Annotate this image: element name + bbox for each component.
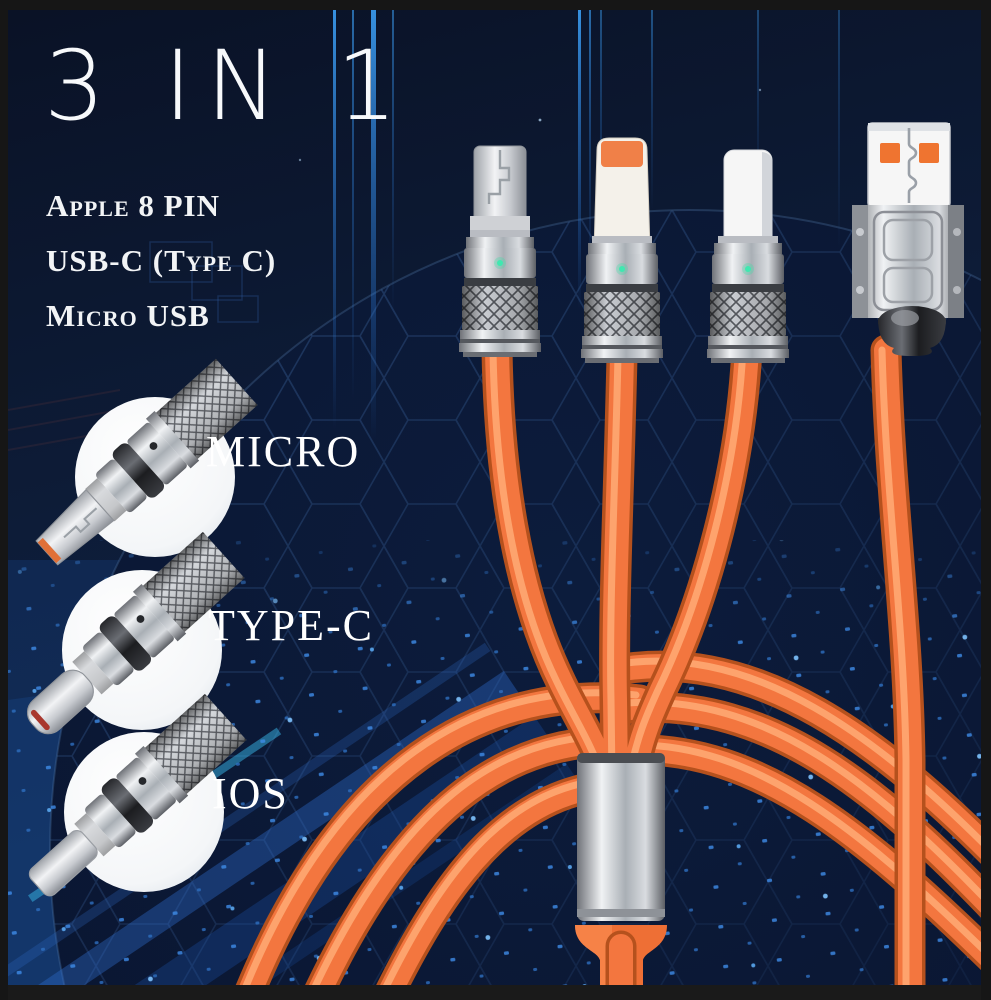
usb-c-plug-icon xyxy=(26,530,246,735)
callout-label-micro: MICRO xyxy=(206,427,361,476)
callout-label-ios: IOS xyxy=(212,769,289,818)
usb-c-connector xyxy=(707,149,789,363)
callout-ios xyxy=(28,692,248,897)
cable-junction xyxy=(575,753,667,985)
callout-typec xyxy=(26,530,246,735)
callout-micro xyxy=(35,357,259,566)
light-streaks xyxy=(298,10,840,440)
circuit-decor xyxy=(149,241,259,323)
lightning-connector xyxy=(581,137,663,363)
feature-item-apple-8-pin: Apple 8 PIN xyxy=(46,188,220,223)
micro-usb-plug-icon xyxy=(35,357,259,566)
feature-item-usb-c: USB-C (Type C) xyxy=(46,243,277,278)
lightning-plug-icon xyxy=(28,692,248,897)
micro-usb-connector xyxy=(459,145,541,357)
feature-list: Apple 8 PIN USB-C (Type C) Micro USB xyxy=(46,178,276,343)
banner-title: 3 IN 1 xyxy=(44,30,412,142)
usb-a-connector xyxy=(852,122,964,356)
callout-label-typec: TYPE-C xyxy=(208,601,374,650)
feature-item-micro-usb: Micro USB xyxy=(46,298,210,333)
